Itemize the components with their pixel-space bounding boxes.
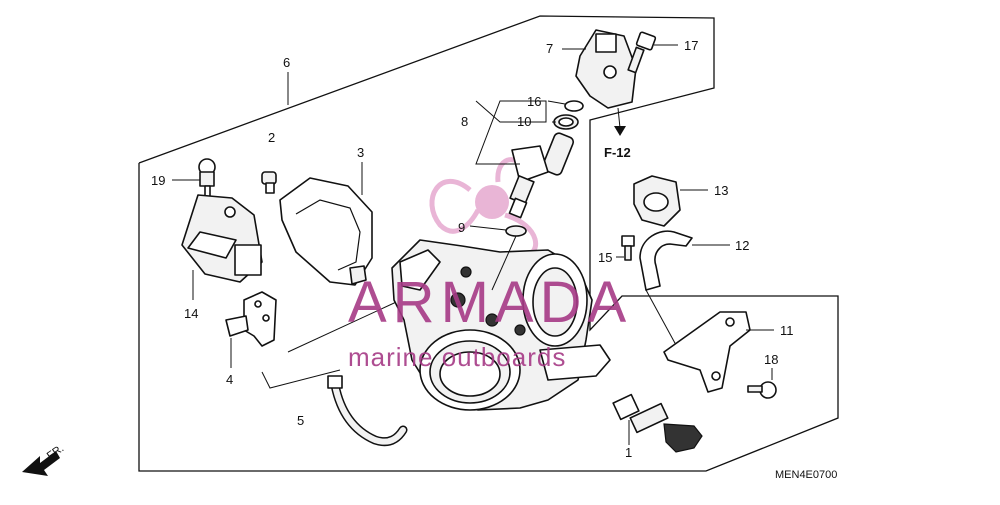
clamp-link	[645, 289, 677, 346]
cover-3	[279, 177, 373, 286]
plate-11	[663, 311, 751, 393]
leader-9	[469, 225, 507, 231]
callout-7: 7	[546, 41, 553, 56]
sensor-7	[575, 29, 637, 109]
bolt-17	[627, 31, 657, 74]
callout-8: 8	[461, 114, 468, 129]
throttle-body	[391, 239, 611, 411]
arrow-f12-head	[614, 126, 626, 136]
callout-12: 12	[735, 238, 749, 253]
reference-label: F-12	[604, 145, 631, 160]
callout-13: 13	[714, 183, 728, 198]
callout-9: 9	[458, 220, 465, 235]
clamp-12	[639, 230, 693, 291]
watermark-brand: ARMADA	[348, 270, 632, 335]
arrow-f12	[617, 107, 621, 129]
hose-5	[327, 375, 408, 447]
oring-9	[505, 225, 527, 237]
callout-5: 5	[297, 413, 304, 428]
leader-8	[475, 100, 520, 165]
callout-6: 6	[283, 55, 290, 70]
callout-11: 11	[780, 323, 794, 338]
assembly-frame	[138, 15, 839, 472]
direction-arrow	[22, 451, 60, 476]
nut-2	[261, 171, 277, 194]
seal-16	[564, 100, 584, 112]
valve-1	[612, 393, 703, 453]
callout-4: 4	[226, 372, 233, 387]
mount-13	[633, 175, 681, 227]
frame-link-5	[261, 369, 341, 389]
leader-16	[547, 100, 566, 105]
oring-10	[553, 114, 579, 130]
screw-18	[747, 381, 777, 399]
callout-19: 19	[151, 173, 165, 188]
callout-17: 17	[684, 38, 698, 53]
sensor-14	[181, 194, 263, 283]
callout-1: 1	[625, 445, 632, 460]
bracket-8	[475, 100, 547, 123]
callout-3: 3	[357, 145, 364, 160]
callout-18: 18	[764, 352, 778, 367]
bolt-19	[198, 158, 216, 201]
callout-15: 15	[598, 250, 612, 265]
callout-2: 2	[268, 130, 275, 145]
callout-16: 16	[527, 94, 541, 109]
callout-14: 14	[184, 306, 198, 321]
injector-8	[508, 132, 575, 219]
bracket-4	[225, 291, 277, 347]
bracket-link-4	[287, 297, 406, 353]
diagram-code: MEN4E0700	[775, 469, 837, 481]
injector-drop	[491, 235, 517, 291]
callout-10: 10	[517, 114, 531, 129]
bolt-15	[621, 235, 635, 261]
watermark-tagline: marine outboards	[348, 342, 566, 372]
